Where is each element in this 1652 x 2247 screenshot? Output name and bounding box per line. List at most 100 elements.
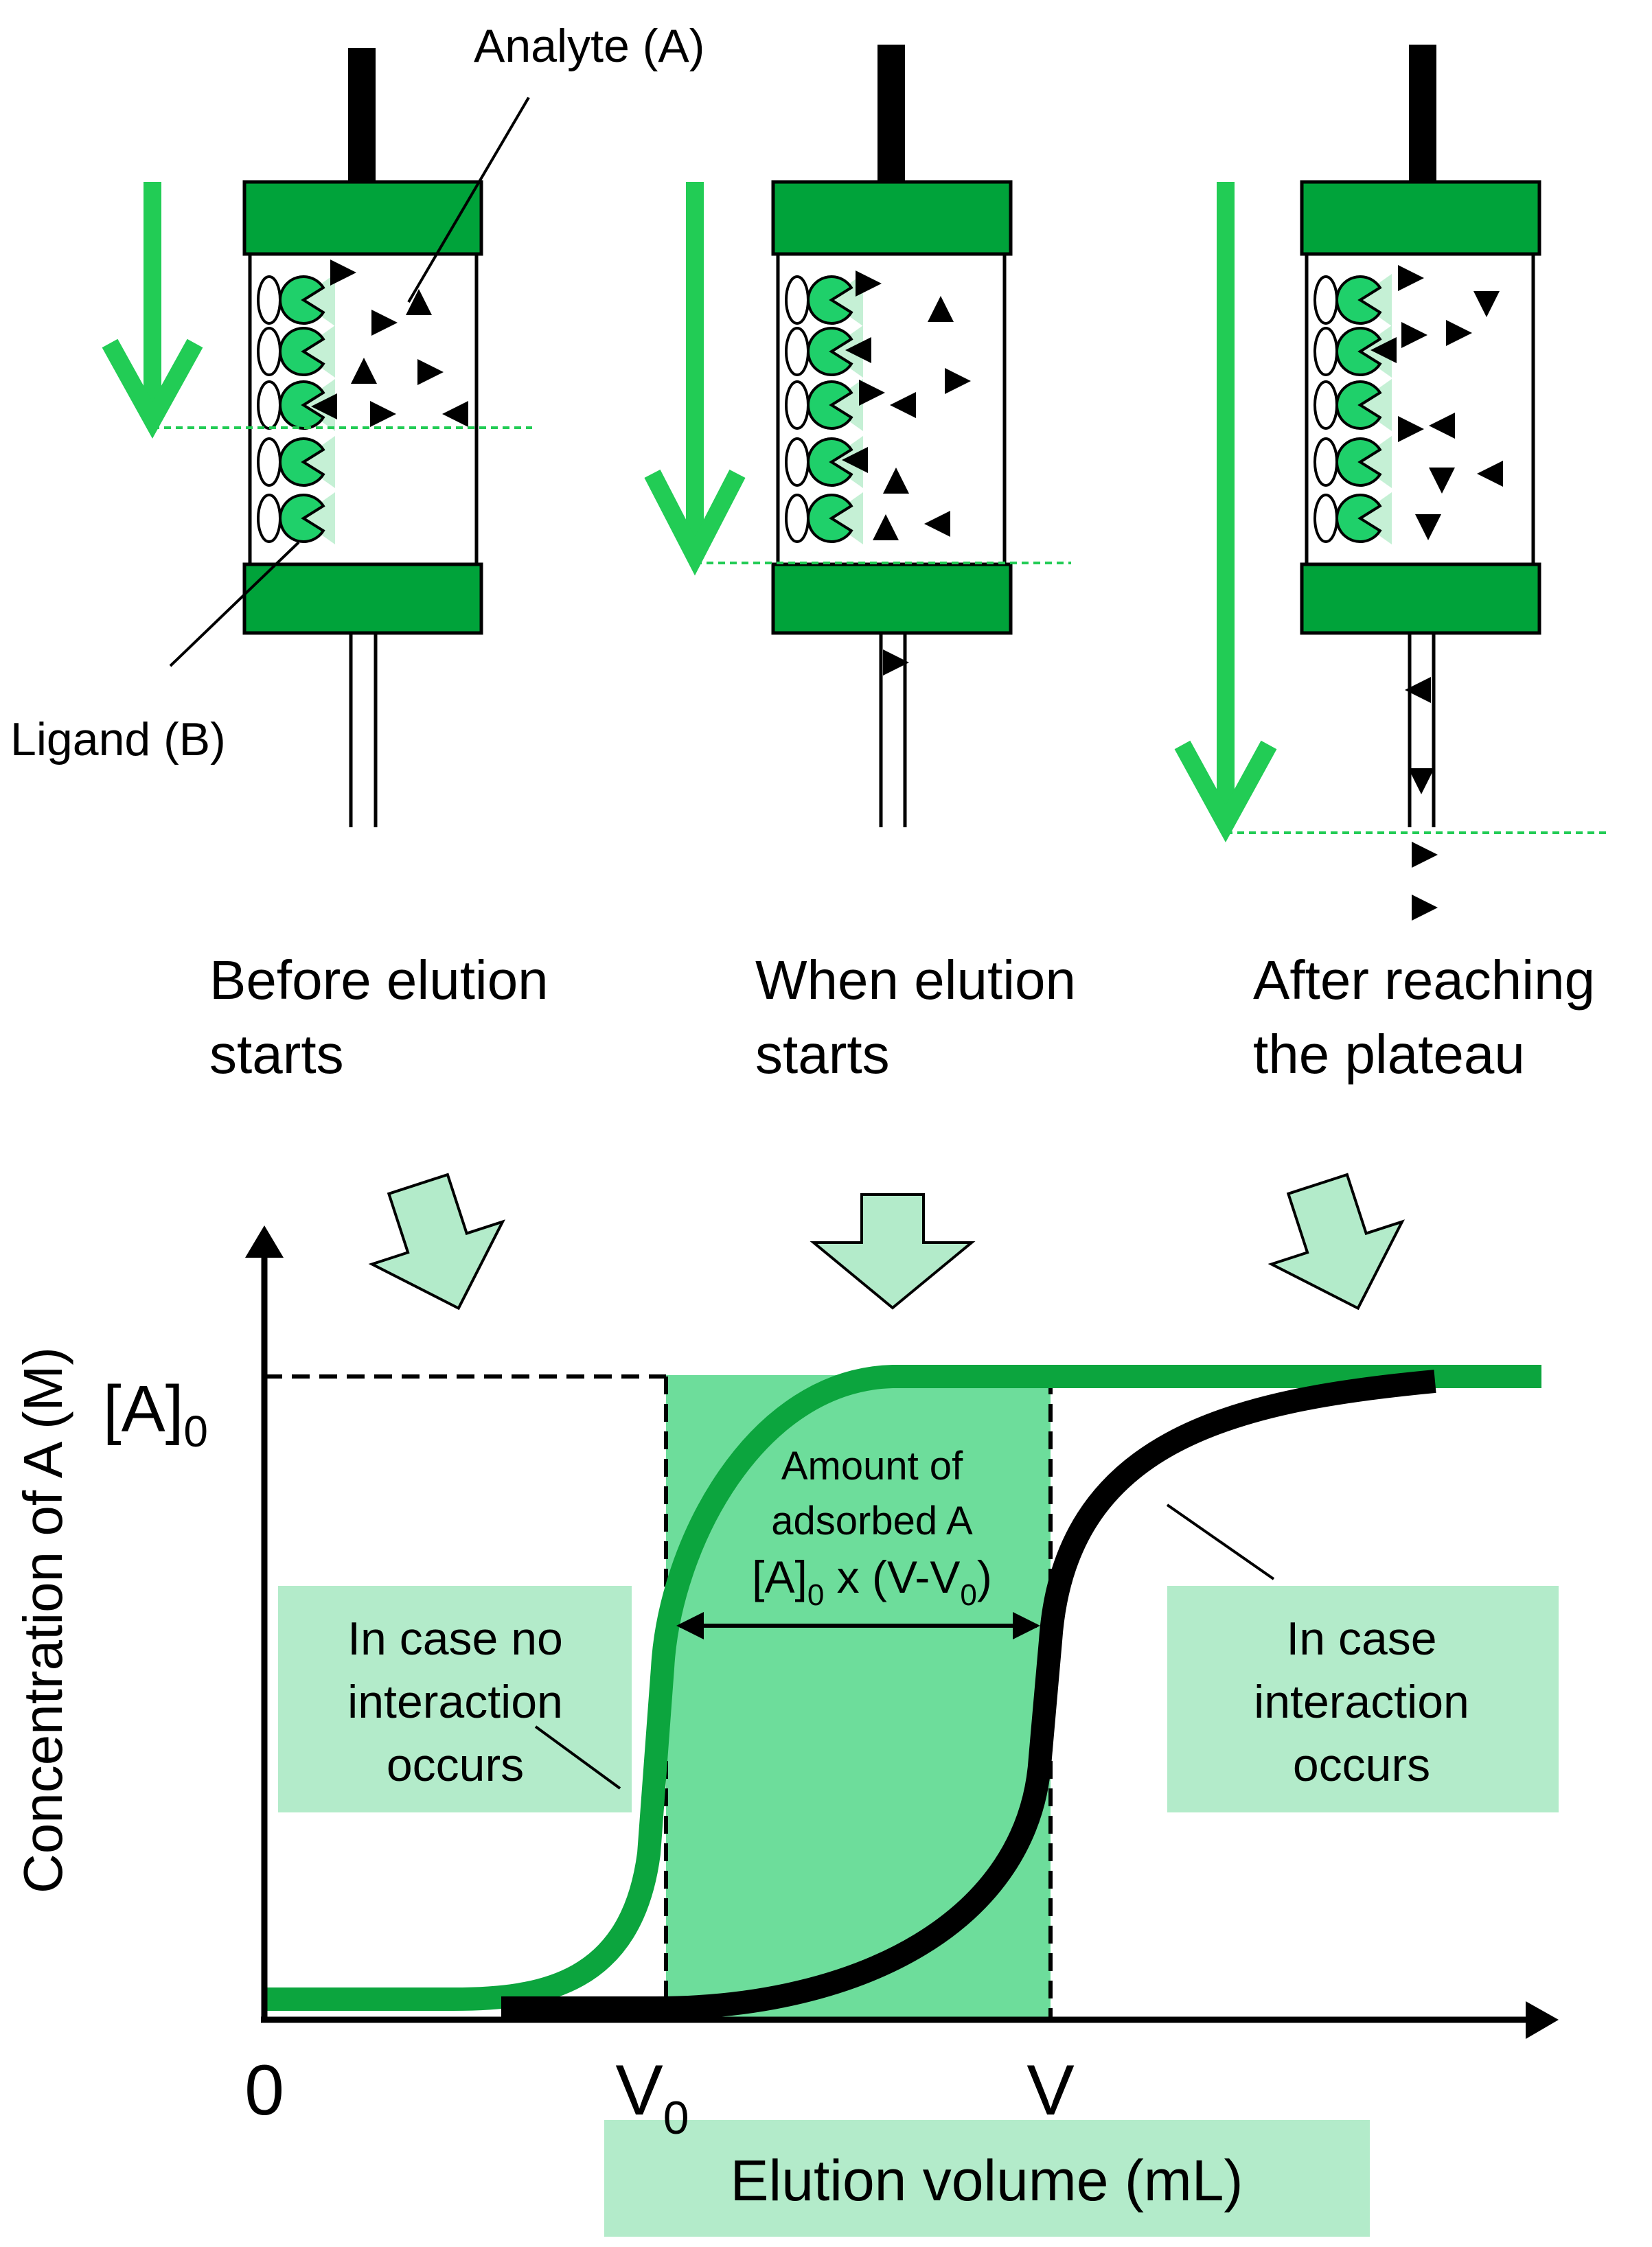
- stage-caption-line2: the plateau: [1253, 1024, 1525, 1085]
- analyte-markers: [311, 260, 468, 427]
- analyte-triangle: [1415, 514, 1441, 540]
- ligand-label: Ligand (B): [10, 713, 226, 765]
- amount-text: adsorbed A: [771, 1499, 973, 1543]
- analyte-triangle: [945, 368, 971, 394]
- ligand-pacman: [1335, 380, 1382, 430]
- stage-caption-line2: starts: [209, 1024, 344, 1085]
- column-top-cap: [771, 180, 1013, 256]
- analyte-triangle: [1429, 468, 1455, 494]
- column-bottom-cap: [771, 562, 1013, 635]
- ligand-support-ellipse: [1313, 275, 1338, 325]
- x-axis-arrowhead: [1526, 2001, 1559, 2039]
- adsorbed-span-arrowhead: [676, 1612, 704, 1639]
- stage-to-chart-arrow: [1267, 1173, 1405, 1311]
- ligand-support-ellipse: [785, 327, 810, 376]
- interaction-box: [1167, 1586, 1559, 1812]
- analyte-triangle: [351, 358, 377, 384]
- ligand-binding-site: [1355, 492, 1392, 544]
- analyte-triangle: [370, 401, 396, 427]
- interaction-text: occurs: [1293, 1739, 1430, 1791]
- analyte-triangle: [1405, 677, 1431, 703]
- ligand-binding-site: [298, 436, 335, 488]
- no-interaction-curve: [264, 1365, 1541, 2011]
- interaction-text: In case: [1286, 1613, 1436, 1665]
- no-interaction-box: [278, 1586, 632, 1812]
- analyte-triangle: [845, 337, 871, 363]
- x-axis-label: Elution volume (mL): [731, 2148, 1243, 2213]
- amount-formula: [A]0 x (V-V0): [752, 1552, 992, 1612]
- column-before-elution: [242, 48, 483, 827]
- xlabel-box: [604, 2120, 1370, 2237]
- ligand-pacman: [1335, 437, 1382, 487]
- analyte-triangle: [371, 310, 398, 336]
- ligand-binding-site: [826, 436, 863, 488]
- no-interaction-pointer: [534, 1725, 621, 1790]
- flow-arrow: [644, 182, 746, 576]
- adsorbed-span-arrowhead: [1013, 1612, 1040, 1639]
- column-rod: [877, 45, 905, 182]
- ligand-pacman: [807, 380, 853, 430]
- analyte-triangle: [1473, 291, 1500, 317]
- analyte-pointer-line: [407, 96, 530, 303]
- y-axis-arrowhead: [245, 1225, 284, 1258]
- analyte-markers: [842, 270, 971, 676]
- analyte-triangle: [1398, 265, 1424, 291]
- column-top-cap: [1300, 180, 1541, 256]
- analyte-triangle: [842, 447, 868, 473]
- ligand-binding-site: [298, 492, 335, 544]
- analyte-triangle: [883, 468, 909, 494]
- analyte-triangle: [406, 289, 432, 315]
- amount-text: Amount of: [781, 1444, 963, 1488]
- ligand-pacman: [279, 275, 325, 325]
- ligand-pacman: [279, 437, 325, 487]
- ligand-support-ellipse: [257, 437, 282, 487]
- ligand-binding-site: [826, 274, 863, 326]
- analyte-markers: [1370, 265, 1503, 921]
- ligand-support-ellipse: [1313, 380, 1338, 430]
- ligand-pacman: [279, 494, 325, 543]
- ligand-binding-site: [826, 492, 863, 544]
- ligand-support-ellipse: [257, 380, 282, 430]
- no-interaction-text: occurs: [387, 1739, 524, 1791]
- ligand-pacman: [807, 327, 853, 376]
- ligand-stack: [1313, 274, 1392, 544]
- no-interaction-text: interaction: [347, 1676, 563, 1728]
- stage-to-chart-arrow: [810, 1193, 976, 1310]
- column-after-plateau: [1300, 45, 1541, 921]
- stage-caption-line1: When elution: [755, 949, 1076, 1011]
- ligand-support-ellipse: [785, 380, 810, 430]
- analyte-triangle: [1398, 416, 1424, 442]
- analyte-label: Analyte (A): [474, 20, 704, 72]
- ligand-support-ellipse: [1313, 494, 1338, 543]
- ligand-pacman: [1335, 494, 1382, 543]
- column-elution-starts: [771, 45, 1013, 827]
- ligand-support-ellipse: [785, 437, 810, 487]
- analyte-triangle: [859, 380, 885, 406]
- flow-arrow: [102, 182, 203, 439]
- breakthrough-chart: In case no interaction occurs In case in…: [12, 1225, 1559, 2237]
- ligand-pointer-line: [169, 541, 300, 667]
- analyte-triangle: [890, 392, 916, 418]
- ligand-binding-site: [826, 379, 863, 431]
- ligand-support-ellipse: [257, 275, 282, 325]
- analyte-triangle: [1429, 413, 1455, 439]
- ligand-pacman: [279, 380, 325, 430]
- interaction-text: interaction: [1254, 1676, 1469, 1728]
- analyte-triangle: [1412, 842, 1438, 868]
- column-bottom-cap: [1300, 562, 1541, 635]
- analyte-triangle: [856, 270, 882, 297]
- analyte-triangle: [442, 401, 468, 427]
- ligand-support-ellipse: [785, 494, 810, 543]
- y-axis-label: Concentration of A (M): [12, 1347, 73, 1893]
- stage-caption-line1: After reaching: [1253, 949, 1595, 1011]
- ligand-binding-site: [1355, 274, 1392, 326]
- analyte-triangle: [1370, 337, 1397, 363]
- interaction-curve: [501, 1370, 1436, 2020]
- ligand-binding-site: [826, 325, 863, 378]
- ligand-binding-site: [298, 274, 335, 326]
- origin-tick-label: 0: [244, 2051, 284, 2130]
- interaction-pointer: [1166, 1503, 1275, 1580]
- analyte-triangle: [1412, 895, 1438, 921]
- ligand-pacman: [807, 437, 853, 487]
- analyte-triangle: [1401, 322, 1427, 348]
